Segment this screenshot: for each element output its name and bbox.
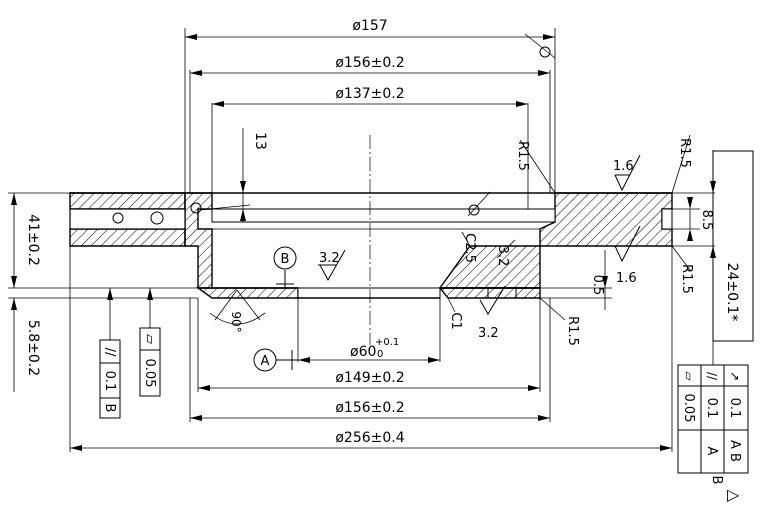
roughness-slope-32-text: 3.2 xyxy=(495,246,510,267)
dim-d157: ø157 xyxy=(185,18,555,40)
part-cross-section xyxy=(69,192,673,299)
chamfer-c1-text: C1 xyxy=(448,312,463,329)
roughness-bottom-32-text: 3.2 xyxy=(478,326,499,341)
right-row1-datum: A B xyxy=(727,440,742,462)
weld-mark-3 xyxy=(468,204,480,216)
roughness-center-32-text: 3.2 xyxy=(319,251,340,266)
dim-h13-text: 13 xyxy=(252,132,268,150)
radius-r4-bottom: R1.5 xyxy=(539,297,580,346)
left-parallel-symbol: // xyxy=(102,348,117,357)
extension-lines xyxy=(8,28,715,452)
left-flange-bottom xyxy=(69,228,186,247)
roughness-slope-32: 3.2 xyxy=(495,239,516,267)
inner-recess xyxy=(211,208,556,223)
tolerance-right: ↗ 0.1 A B // 0.1 A ▱ 0.05 B xyxy=(677,364,749,485)
dim-d256: ø256±0.4 xyxy=(70,430,672,451)
dim-d137: ø137±0.2 xyxy=(212,86,528,107)
datum-b-label: B xyxy=(281,252,290,267)
roughness-mid-right: 1.6 xyxy=(614,225,641,286)
datum-a-label: A xyxy=(261,354,270,369)
bottom-floor-left xyxy=(195,287,299,299)
dim-d149: ø149±0.2 xyxy=(198,370,540,391)
dim-h5-8: 5.8±0.2 xyxy=(11,298,41,392)
left-web xyxy=(184,192,213,289)
dim-d60-upper: +0.1 xyxy=(375,337,399,348)
angle-90: 90° xyxy=(209,289,266,333)
chamfer-c2-5-text: C2.5 xyxy=(462,233,477,263)
weld-leader-2 xyxy=(199,204,251,211)
bottom-floor-right xyxy=(438,287,541,299)
dim-h13: 13 xyxy=(240,128,268,222)
left-flange-top xyxy=(69,192,186,210)
dim-h24-text: 24±0.1* xyxy=(724,263,740,322)
left-parallel-datum: B xyxy=(102,404,117,413)
roughness-bottom-32: 3.2 xyxy=(478,285,506,341)
left-flatness-symbol: ▱ xyxy=(142,334,157,344)
right-groove xyxy=(661,208,673,230)
dim-d60: ø60 +0.1 0 xyxy=(298,337,440,363)
dim-d156-top: ø156±0.2 xyxy=(190,55,550,76)
datum-a: A xyxy=(253,348,298,372)
radius-r2-text: R1.5 xyxy=(677,138,692,168)
weld-mark-2 xyxy=(190,202,202,214)
roughness-center-32: 3.2 xyxy=(318,249,346,282)
chamfer-c1: C1 xyxy=(447,297,463,330)
dim-d149-text: ø149±0.2 xyxy=(335,370,404,386)
datum-b: B xyxy=(273,246,297,288)
chamfer-c2-5: C2.5 xyxy=(461,231,477,263)
dim-d157-text: ø157 xyxy=(352,18,387,34)
roughness-top-right-text: 1.6 xyxy=(613,159,634,174)
h24-frame xyxy=(712,150,754,342)
right-row1-symbol: ↗ xyxy=(728,371,742,381)
dim-h8-5: 8.5 xyxy=(687,197,714,241)
dim-d60-lower: 0 xyxy=(377,349,383,360)
dim-d137-text: ø137±0.2 xyxy=(335,86,404,102)
radius-r2-top-right: R1.5 xyxy=(671,134,692,194)
radius-r4-text: R1.5 xyxy=(565,316,580,346)
leader-left-parallel-arrow xyxy=(107,288,113,300)
right-row3-value: 0.05 xyxy=(681,394,696,423)
right-wall xyxy=(438,245,541,289)
right-row3-datum: B xyxy=(709,476,724,485)
dim-d60-text: ø60 xyxy=(350,344,376,360)
weld-leader-3 xyxy=(467,191,491,217)
right-row2-symbol: // xyxy=(705,372,719,381)
dim-h5-8-text: 5.8±0.2 xyxy=(25,320,41,376)
dim-h41-text: 41±0.2 xyxy=(25,214,41,266)
bore xyxy=(297,287,441,299)
tolerance-left-parallel: // 0.1 B xyxy=(99,339,121,419)
weld-mark-1 xyxy=(150,211,164,225)
radius-r3-bottom-right: R1.5 xyxy=(671,245,694,294)
right-row3-symbol: ▱ xyxy=(682,371,696,381)
leader-left-flatness-arrow xyxy=(147,288,153,300)
dim-h0-5-text: 0.5 xyxy=(590,275,605,296)
dim-d156-top-text: ø156±0.2 xyxy=(335,55,404,71)
radius-r1-top-center: R1.5 xyxy=(515,139,556,194)
dim-d156-bottom: ø156±0.2 xyxy=(190,400,550,421)
radius-r1-text: R1.5 xyxy=(515,141,530,171)
left-groove xyxy=(69,208,186,230)
dim-d256-text: ø256±0.4 xyxy=(335,430,404,446)
right-row2-value: 0.1 xyxy=(704,398,719,419)
right-row2-datum: A xyxy=(704,447,719,456)
dim-h8-5-text: 8.5 xyxy=(699,210,714,231)
left-flatness-value: 0.05 xyxy=(142,359,157,388)
dim-h24: 24±0.1* xyxy=(710,150,740,340)
right-row1-value: 0.1 xyxy=(727,398,742,419)
tolerance-left-flatness: ▱ 0.05 xyxy=(139,327,161,397)
angle-90-text: 90° xyxy=(229,311,243,332)
dim-h0-5: 0.5 xyxy=(590,250,608,310)
dim-d156-bottom-text: ø156±0.2 xyxy=(335,400,404,416)
roughness-mid-right-text: 1.6 xyxy=(616,271,637,286)
dim-h41: 41±0.2 xyxy=(11,193,41,288)
triangle-marker: ▷ xyxy=(727,485,740,504)
weld-mark-4 xyxy=(112,212,124,224)
roughness-top-right: 1.6 xyxy=(613,154,641,192)
right-flange xyxy=(539,192,673,247)
radius-r3-text: R1.5 xyxy=(679,264,694,294)
left-parallel-value: 0.1 xyxy=(102,371,117,392)
roughness-top-mark xyxy=(524,33,556,59)
